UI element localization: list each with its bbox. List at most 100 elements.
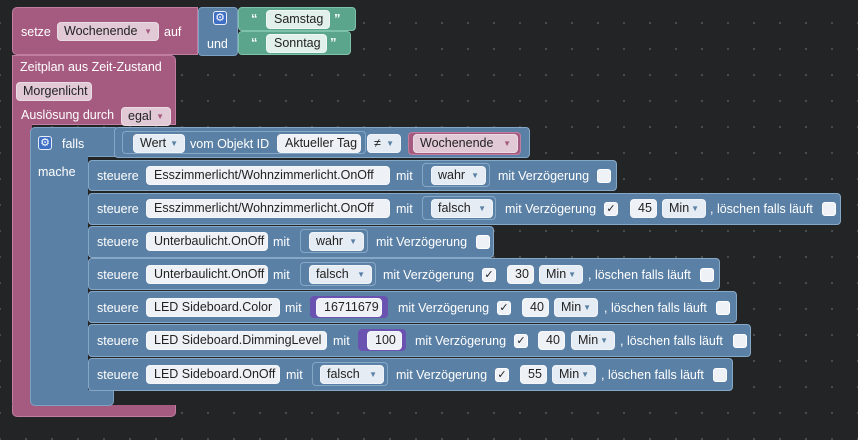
steuere-label: steuere	[97, 368, 139, 382]
clear-label: , löschen falls läuft	[601, 368, 704, 382]
value-dropdown[interactable]: wahr▼	[431, 166, 486, 185]
operator-dropdown[interactable]: ≠▼	[367, 134, 401, 153]
delay-checkbox[interactable]	[597, 169, 611, 183]
delay-label: mit Verzögerung	[398, 301, 490, 315]
delay-value-field[interactable]: 40	[522, 298, 549, 317]
variable-dropdown[interactable]: Wochenende▼	[57, 22, 159, 41]
chevron-down-icon: ▼	[691, 204, 699, 213]
delay-value-field[interactable]: 55	[520, 365, 547, 384]
text-field-sonntag[interactable]: Sonntag	[266, 34, 327, 53]
gear-icon[interactable]: ⚙	[38, 136, 52, 150]
object-id-field[interactable]: Esszimmerlicht/Wohnzimmerlicht.OnOff	[146, 199, 390, 218]
chevron-down-icon: ▼	[471, 171, 479, 180]
unit-dropdown[interactable]: Min▼	[571, 331, 615, 350]
value-dropdown[interactable]: wahr▼	[309, 232, 364, 251]
vom-objekt-label: vom Objekt ID	[190, 137, 270, 151]
open-quote-icon: “	[251, 35, 258, 50]
close-quote-icon: ”	[334, 11, 341, 26]
value-dropdown[interactable]: falsch▼	[320, 365, 384, 384]
auf-label: auf	[164, 25, 182, 39]
chevron-down-icon: ▼	[583, 303, 591, 312]
if-block-bottom	[30, 390, 114, 406]
steuere-label: steuere	[97, 301, 139, 315]
if-block-rail	[30, 156, 88, 394]
delay-label: mit Verzögerung	[396, 368, 488, 382]
clear-checkbox[interactable]	[713, 368, 727, 382]
value-dropdown[interactable]: falsch▼	[309, 265, 372, 284]
open-quote-icon: “	[251, 11, 258, 26]
chevron-down-icon: ▼	[478, 204, 486, 213]
object-id-field[interactable]: LED Sideboard.DimmingLevel	[146, 331, 327, 350]
delay-label: mit Verzögerung	[383, 268, 475, 282]
delay-checkbox[interactable]: ✓	[604, 202, 618, 216]
delay-checkbox[interactable]: ✓	[495, 368, 509, 382]
unit-dropdown[interactable]: Min▼	[554, 298, 598, 317]
object-id-field[interactable]: LED Sideboard.Color	[146, 298, 280, 317]
value-dropdown[interactable]: falsch▼	[431, 199, 493, 218]
chevron-down-icon: ▼	[369, 370, 377, 379]
number-field[interactable]: 100	[367, 331, 402, 350]
clear-label: , löschen falls läuft	[588, 268, 691, 282]
chevron-down-icon: ▼	[386, 139, 394, 148]
mit-label: mit	[273, 268, 290, 282]
object-id-field[interactable]: Aktueller Tag	[277, 134, 361, 153]
wert-dropdown[interactable]: Wert▼	[133, 134, 185, 153]
object-id-field[interactable]: LED Sideboard.OnOff	[146, 365, 280, 384]
chevron-down-icon: ▼	[144, 27, 152, 36]
object-id-field[interactable]: Esszimmerlicht/Wohnzimmerlicht.OnOff	[146, 166, 390, 185]
object-id-field[interactable]: Unterbaulicht.OnOff	[146, 232, 268, 251]
chevron-down-icon: ▼	[357, 270, 365, 279]
state-field[interactable]: Morgenlicht	[16, 82, 92, 101]
clear-checkbox[interactable]	[716, 301, 730, 315]
mache-label: mache	[38, 165, 76, 179]
unit-dropdown[interactable]: Min▼	[539, 265, 583, 284]
delay-value-field[interactable]: 45	[630, 199, 657, 218]
delay-checkbox[interactable]: ✓	[514, 334, 528, 348]
delay-checkbox[interactable]: ✓	[497, 301, 511, 315]
object-id-field[interactable]: Unterbaulicht.OnOff	[146, 265, 268, 284]
delay-checkbox[interactable]: ✓	[482, 268, 496, 282]
mit-label: mit	[285, 301, 302, 315]
chevron-down-icon: ▼	[600, 336, 608, 345]
gear-icon[interactable]: ⚙	[213, 11, 227, 25]
delay-value-field[interactable]: 30	[507, 265, 534, 284]
delay-label: mit Verzögerung	[376, 235, 468, 249]
delay-label: mit Verzögerung	[505, 202, 597, 216]
text-field-samstag[interactable]: Samstag	[266, 10, 330, 29]
mit-label: mit	[396, 169, 413, 183]
schedule-body-rail	[12, 124, 32, 408]
unit-dropdown[interactable]: Min▼	[552, 365, 596, 384]
clear-checkbox[interactable]	[700, 268, 714, 282]
chevron-down-icon: ▼	[156, 112, 164, 121]
mit-label: mit	[333, 334, 350, 348]
delay-label: mit Verzögerung	[498, 169, 590, 183]
chevron-down-icon: ▼	[170, 139, 178, 148]
clear-checkbox[interactable]	[733, 334, 747, 348]
delay-label: mit Verzögerung	[415, 334, 507, 348]
delay-checkbox[interactable]	[476, 235, 490, 249]
falls-label: falls	[62, 137, 85, 151]
clear-label: , löschen falls läuft	[604, 301, 707, 315]
und-label: und	[207, 37, 228, 51]
mit-label: mit	[286, 368, 303, 382]
steuere-label: steuere	[97, 169, 139, 183]
steuere-label: steuere	[97, 202, 139, 216]
variable-dropdown[interactable]: Wochenende▼	[413, 134, 518, 153]
mit-label: mit	[396, 202, 413, 216]
chevron-down-icon: ▼	[568, 270, 576, 279]
clear-checkbox[interactable]	[822, 202, 836, 216]
steuere-label: steuere	[97, 268, 139, 282]
steuere-label: steuere	[97, 334, 139, 348]
delay-value-field[interactable]: 40	[538, 331, 565, 350]
clear-label: , löschen falls läuft	[620, 334, 723, 348]
schedule-title: Zeitplan aus Zeit-Zustand	[20, 60, 162, 74]
schedule-bottom-bar	[12, 405, 176, 417]
number-field[interactable]: 16711679	[316, 298, 382, 317]
trigger-dropdown[interactable]: egal▼	[121, 107, 171, 126]
clear-label: , löschen falls läuft	[710, 202, 813, 216]
close-quote-icon: ”	[330, 35, 337, 50]
chevron-down-icon: ▼	[503, 139, 511, 148]
chevron-down-icon: ▼	[349, 237, 357, 246]
unit-dropdown[interactable]: Min▼	[662, 199, 706, 218]
setze-label: setze	[21, 25, 51, 39]
